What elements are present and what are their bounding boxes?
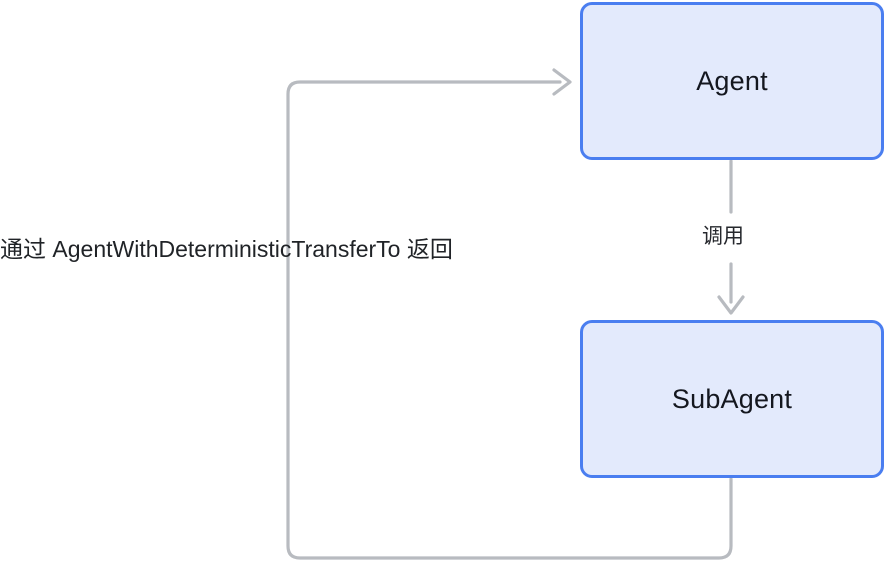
node-subagent[interactable]: SubAgent [580,320,884,478]
node-agent-label: Agent [696,65,768,96]
node-agent[interactable]: Agent [580,2,884,160]
node-subagent-label: SubAgent [671,383,793,414]
edge-label-return: 通过 AgentWithDeterministicTransferTo 返回 [0,236,453,262]
edge-invoke-arrowhead [717,295,745,315]
edge-label-invoke: 调用 [702,225,744,248]
edge-return-arrowhead [552,68,572,96]
